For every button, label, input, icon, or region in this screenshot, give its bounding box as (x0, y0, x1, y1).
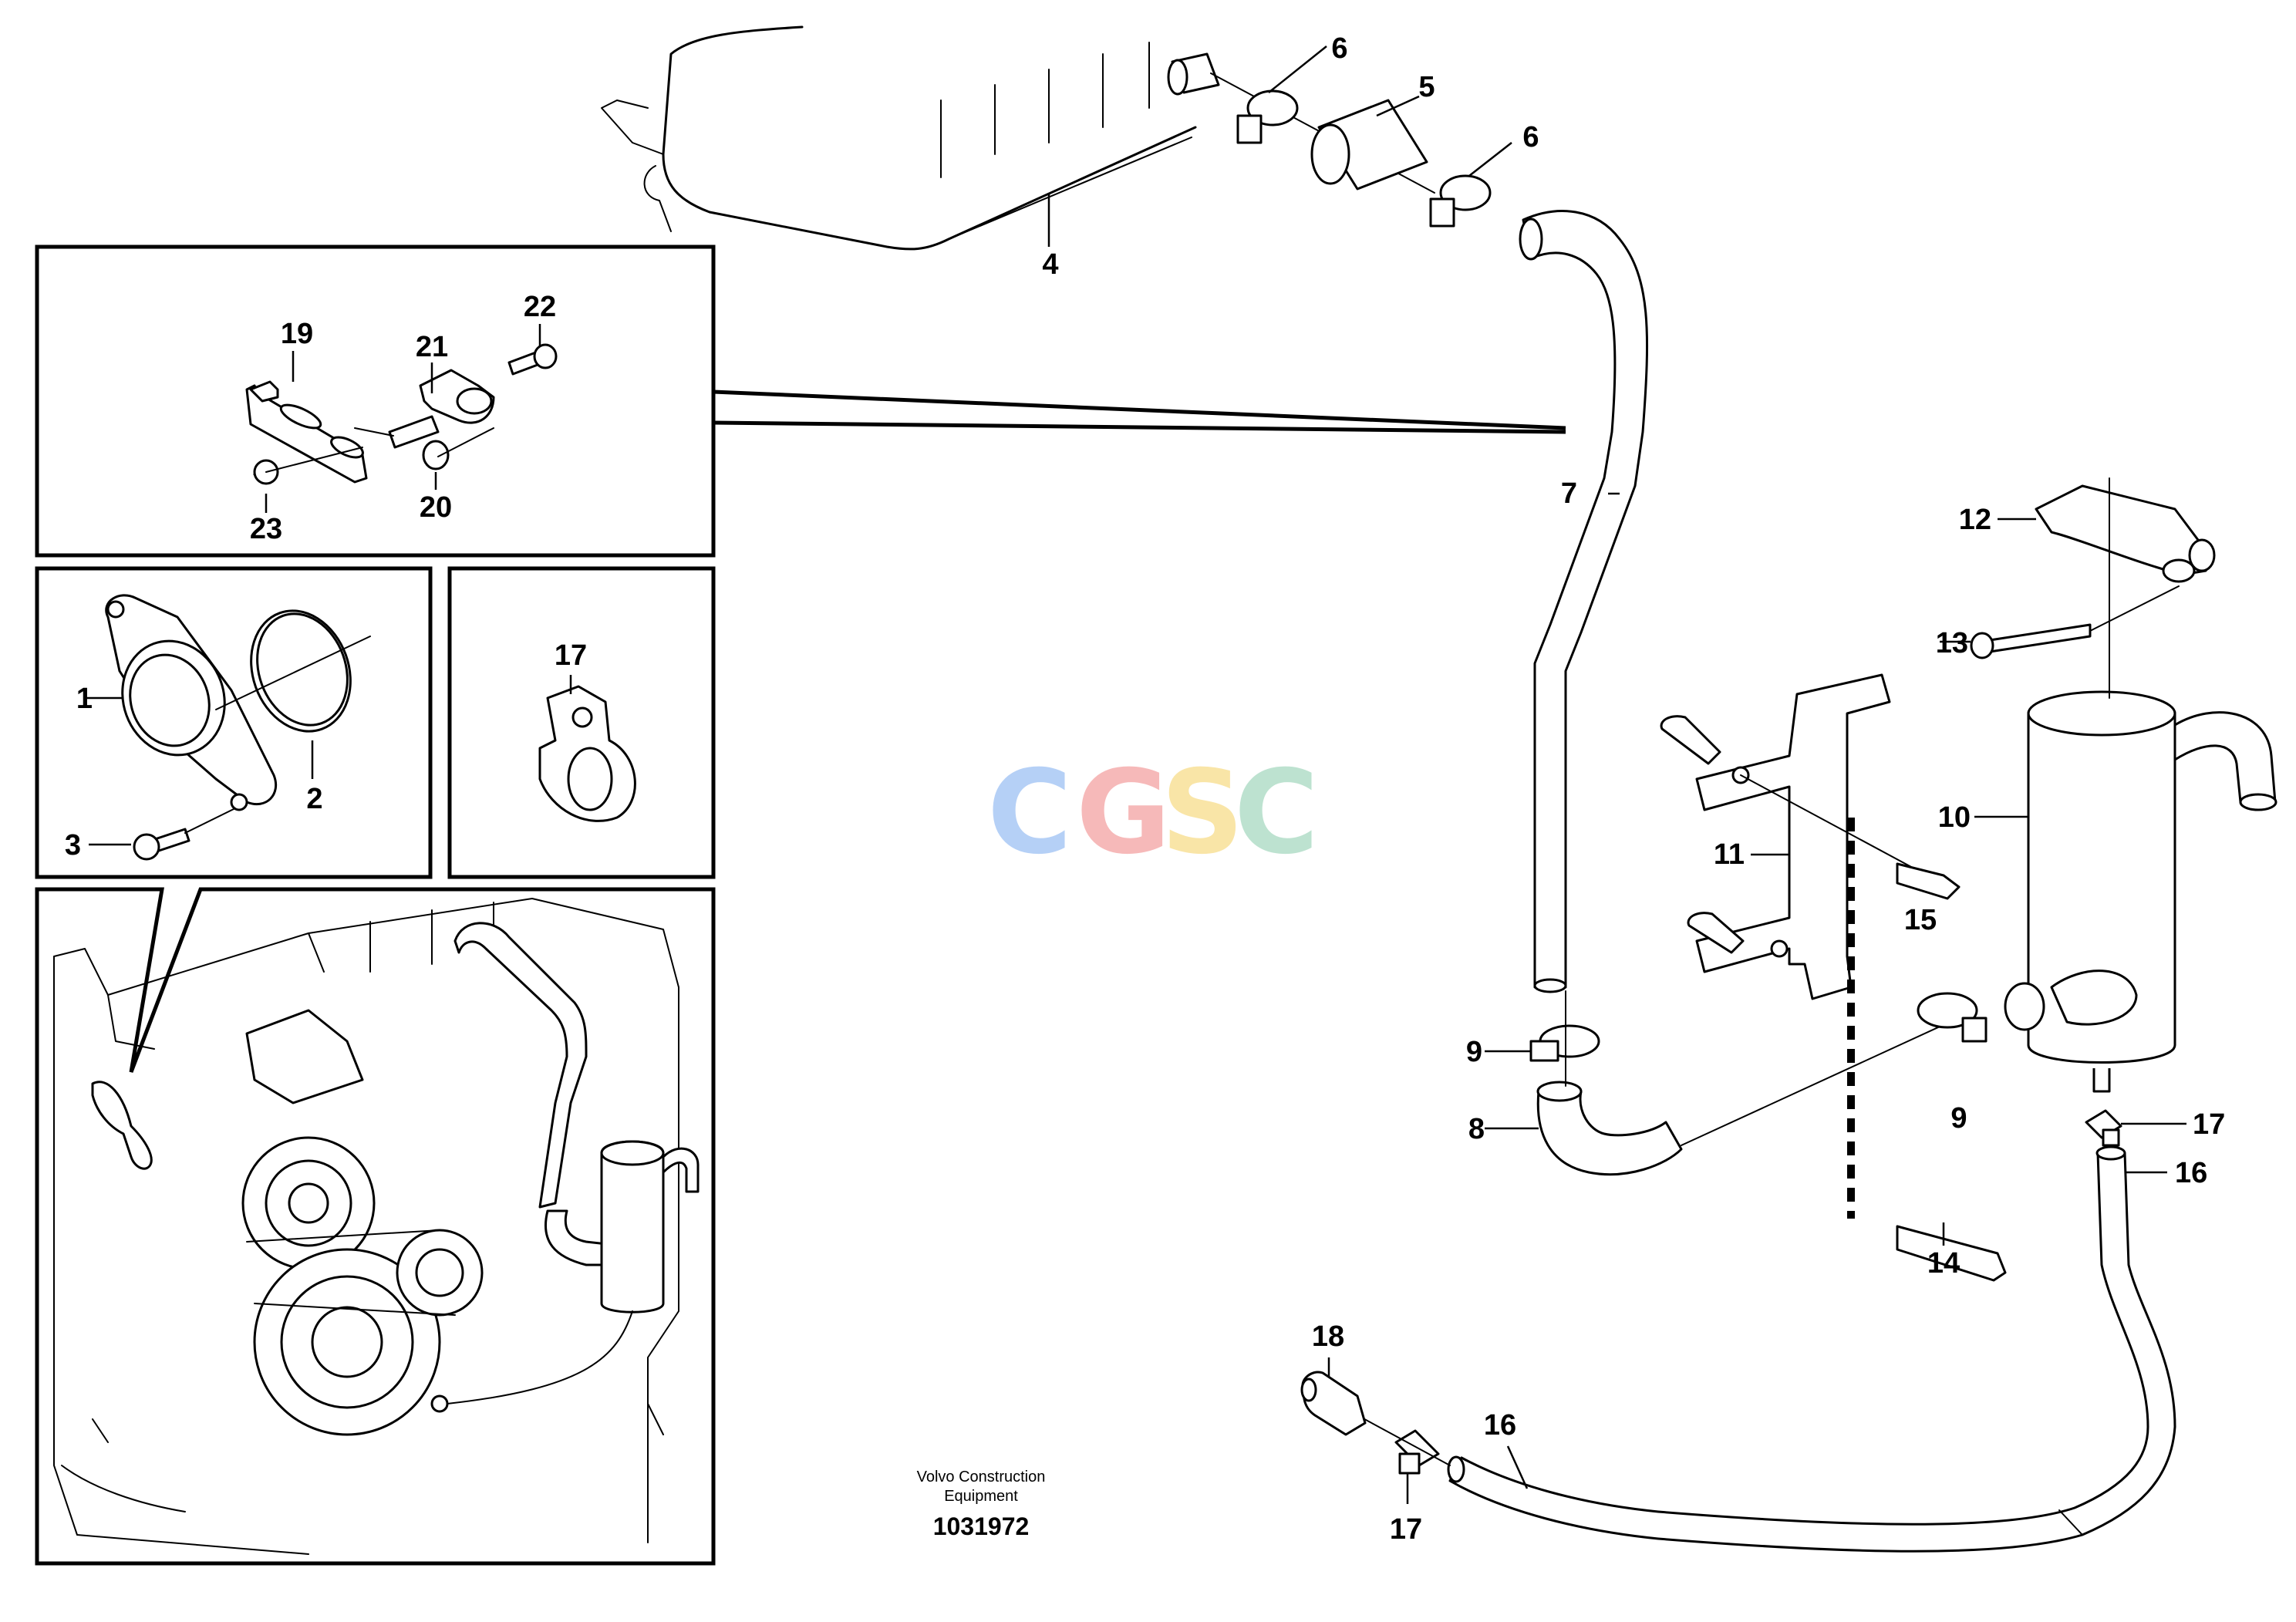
inset-bracket-clamp (35, 244, 716, 558)
inset-gasket (35, 566, 433, 879)
callout-6a: 6 (1331, 32, 1347, 65)
callout-9b: 9 (1950, 1102, 1967, 1135)
footer-line-2: Equipment (944, 1488, 1018, 1505)
callout-18: 18 (1312, 1320, 1344, 1353)
callout-2: 2 (306, 783, 322, 815)
callout-14: 14 (1927, 1247, 1960, 1280)
inset-1-parts (245, 324, 558, 513)
callout-8: 8 (1468, 1113, 1485, 1145)
callout-13: 13 (1936, 627, 1968, 659)
watermark-letter-2: G (1076, 746, 1171, 880)
callout-22: 22 (524, 291, 556, 323)
drawing-number: 1031972 (933, 1512, 1030, 1540)
inset-3-parts (538, 675, 636, 822)
callout-15: 15 (1904, 904, 1937, 936)
drawing-footer: Volvo Construction Equipment 1031972 (917, 1469, 1046, 1540)
callout-10: 10 (1938, 801, 1971, 834)
watermark: C G S C (987, 746, 1319, 880)
drain-hose-assembly (1300, 1109, 2186, 1553)
inset-2-parts (85, 594, 371, 861)
callout-6b: 6 (1522, 121, 1539, 153)
callout-23: 23 (250, 513, 282, 545)
upper-hose-assembly (1167, 46, 1649, 993)
callout-20: 20 (420, 491, 452, 524)
oil-separator (1917, 477, 2277, 1093)
inset-4-engine (53, 898, 700, 1555)
callout-16b: 16 (1484, 1409, 1516, 1442)
callout-11: 11 (1714, 838, 1745, 871)
callout-1: 1 (76, 683, 93, 715)
callout-21: 21 (416, 331, 448, 363)
callout-3: 3 (65, 829, 81, 862)
inset-engine-overview (35, 887, 716, 1566)
watermark-letter-3: S (1161, 746, 1244, 880)
callout-19: 19 (281, 318, 313, 350)
callout-9a: 9 (1466, 1036, 1482, 1068)
callouts: 1 2 3 4 5 6 6 7 8 9 9 10 11 12 13 14 15 … (65, 32, 2225, 1546)
callout-16a: 16 (2175, 1157, 2207, 1189)
callout-7: 7 (1561, 477, 1577, 510)
watermark-letter-1: C (987, 746, 1072, 880)
lower-hose-assembly (1485, 990, 1967, 1176)
callout-17a: 17 (2193, 1108, 2225, 1141)
watermark-letter-4: C (1234, 746, 1319, 880)
mounting-bracket (1660, 673, 2007, 1282)
valve-cover (601, 25, 1197, 251)
callout-12: 12 (1959, 504, 1991, 536)
callout-4: 4 (1042, 248, 1058, 281)
callout-17c: 17 (555, 639, 587, 672)
inset-clamp (447, 566, 716, 879)
callout-17b: 17 (1390, 1513, 1422, 1546)
footer-line-1: Volvo Construction (917, 1469, 1046, 1485)
callout-5: 5 (1418, 71, 1435, 103)
